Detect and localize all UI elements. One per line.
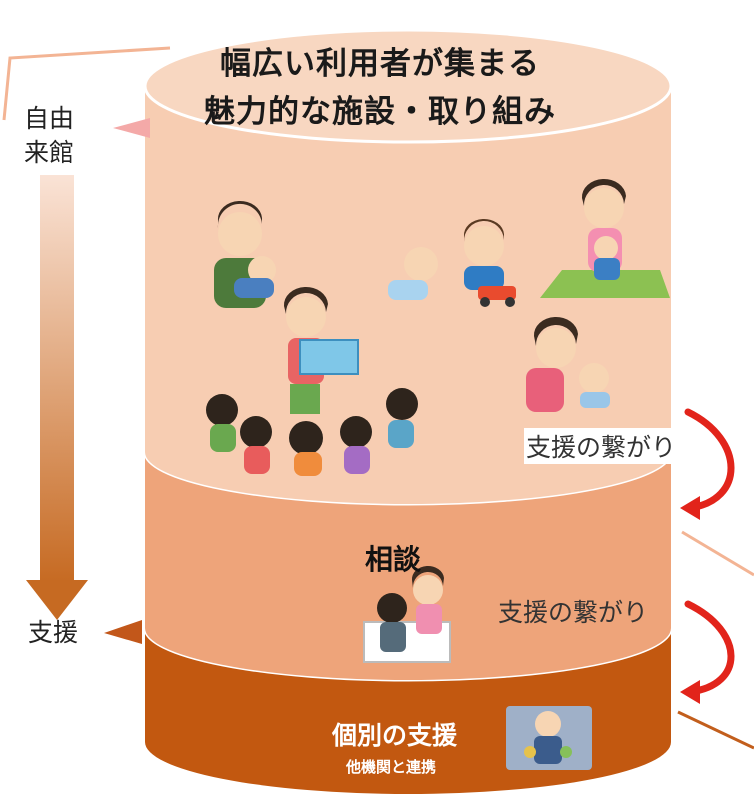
mother-holding-baby-on-mat-illustration: [540, 178, 670, 298]
connection-arrow-upper-icon: [680, 408, 735, 520]
storytelling-to-children-illustration: [206, 286, 418, 476]
title-line-2: 魅力的な施設・取り組み: [204, 94, 556, 130]
individual-support-illustration: [506, 706, 592, 770]
consultation-meeting-illustration: [363, 565, 451, 663]
title-line-1: 幅広い利用者が集まる: [220, 46, 540, 82]
boy-playing-toy-car-illustration: [463, 218, 516, 307]
connection-arrow-lower-icon: [680, 600, 735, 704]
right-connector-line-upper: [681, 530, 754, 577]
crawling-baby-illustration: [388, 247, 438, 300]
mother-with-baby-illustration: [526, 316, 610, 412]
support-label: 支援: [28, 618, 79, 647]
cooperation-label: 他機関と連携: [346, 758, 437, 776]
flow-down-arrow-icon: [26, 175, 88, 620]
free-visit-connector-line: [2, 46, 171, 121]
free-visit-pointer-icon: [113, 118, 150, 138]
support-pointer-icon: [104, 620, 142, 644]
individual-support-label: 個別の支援: [332, 721, 458, 750]
support-connection-label-upper: 支援の繋がり: [524, 428, 679, 464]
support-connection-label-lower: 支援の繋がり: [498, 598, 649, 627]
right-connector-line-lower: [677, 710, 754, 750]
consultation-label: 相談: [365, 543, 422, 576]
father-holding-baby-illustration: [214, 200, 276, 308]
free-visit-label-line-2: 来館: [24, 138, 75, 167]
free-visit-label-line-1: 自由: [24, 104, 75, 133]
free-visit-label: 自由 来館: [24, 102, 74, 170]
